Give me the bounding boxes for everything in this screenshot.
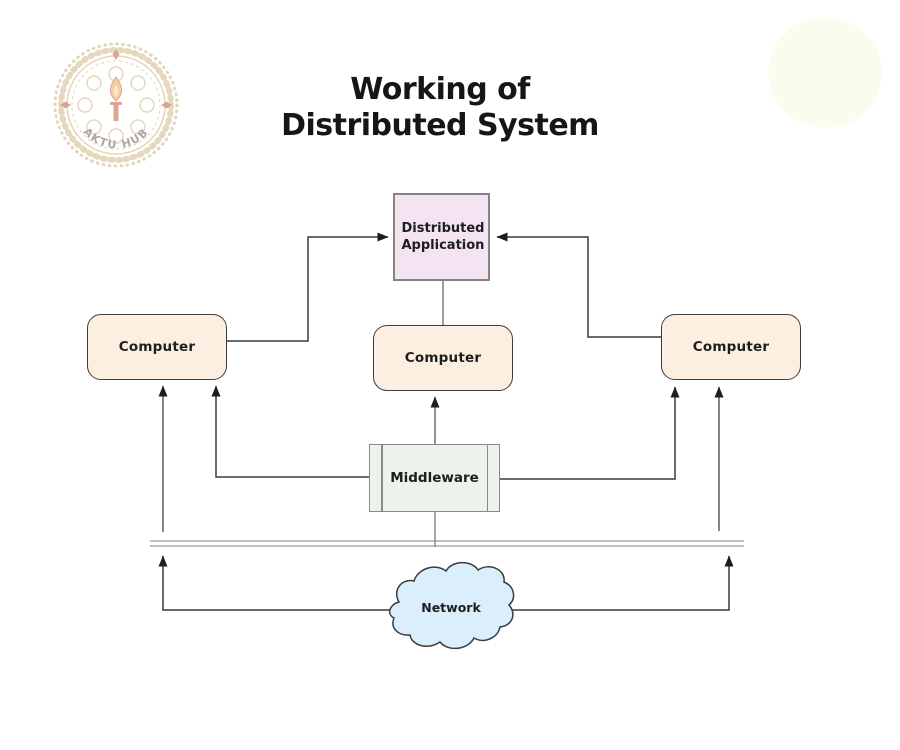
node-label-middleware: Middleware (390, 470, 479, 486)
title-line-2: Distributed System (281, 108, 599, 143)
arrow-middleware-to-computer-right (500, 386, 680, 480)
logo-red-accents (60, 49, 172, 109)
page-title: Working of Distributed System (0, 72, 880, 144)
node-label-network: Network (421, 600, 481, 615)
logo-inner-ring (71, 60, 161, 150)
arrow-network-to-bus-right (495, 555, 734, 611)
aktu-hub-logo-badge: AKTU HUB (53, 42, 179, 168)
torch-icon (109, 76, 123, 121)
node-label-computer-right: Computer (692, 339, 770, 355)
network-cloud (388, 561, 515, 650)
arrow-network-to-bus-left (158, 555, 410, 611)
arrow-computer-left-to-app (227, 232, 389, 342)
node-label-computer-left: Computer (118, 339, 196, 355)
node-label-distributed-application: Distributed Application (401, 221, 485, 253)
arrow-middleware-to-computer-left (211, 385, 369, 478)
node-computer-left: Computer (87, 314, 227, 380)
logo-petals (77, 66, 155, 144)
logo-dotted-ring (53, 42, 179, 168)
arrow-computer-right-to-app (496, 232, 661, 338)
node-middleware: Middleware (369, 444, 500, 512)
background-blob (768, 17, 882, 128)
node-distributed-application: Distributed Application (393, 193, 490, 281)
node-computer-right: Computer (661, 314, 801, 380)
node-label-computer-center: Computer (404, 350, 482, 366)
node-computer-center: Computer (373, 325, 513, 391)
network-bus (150, 540, 744, 547)
title-line-1: Working of (350, 72, 530, 107)
aktu-hub-logo: AKTU HUB (52, 40, 180, 170)
